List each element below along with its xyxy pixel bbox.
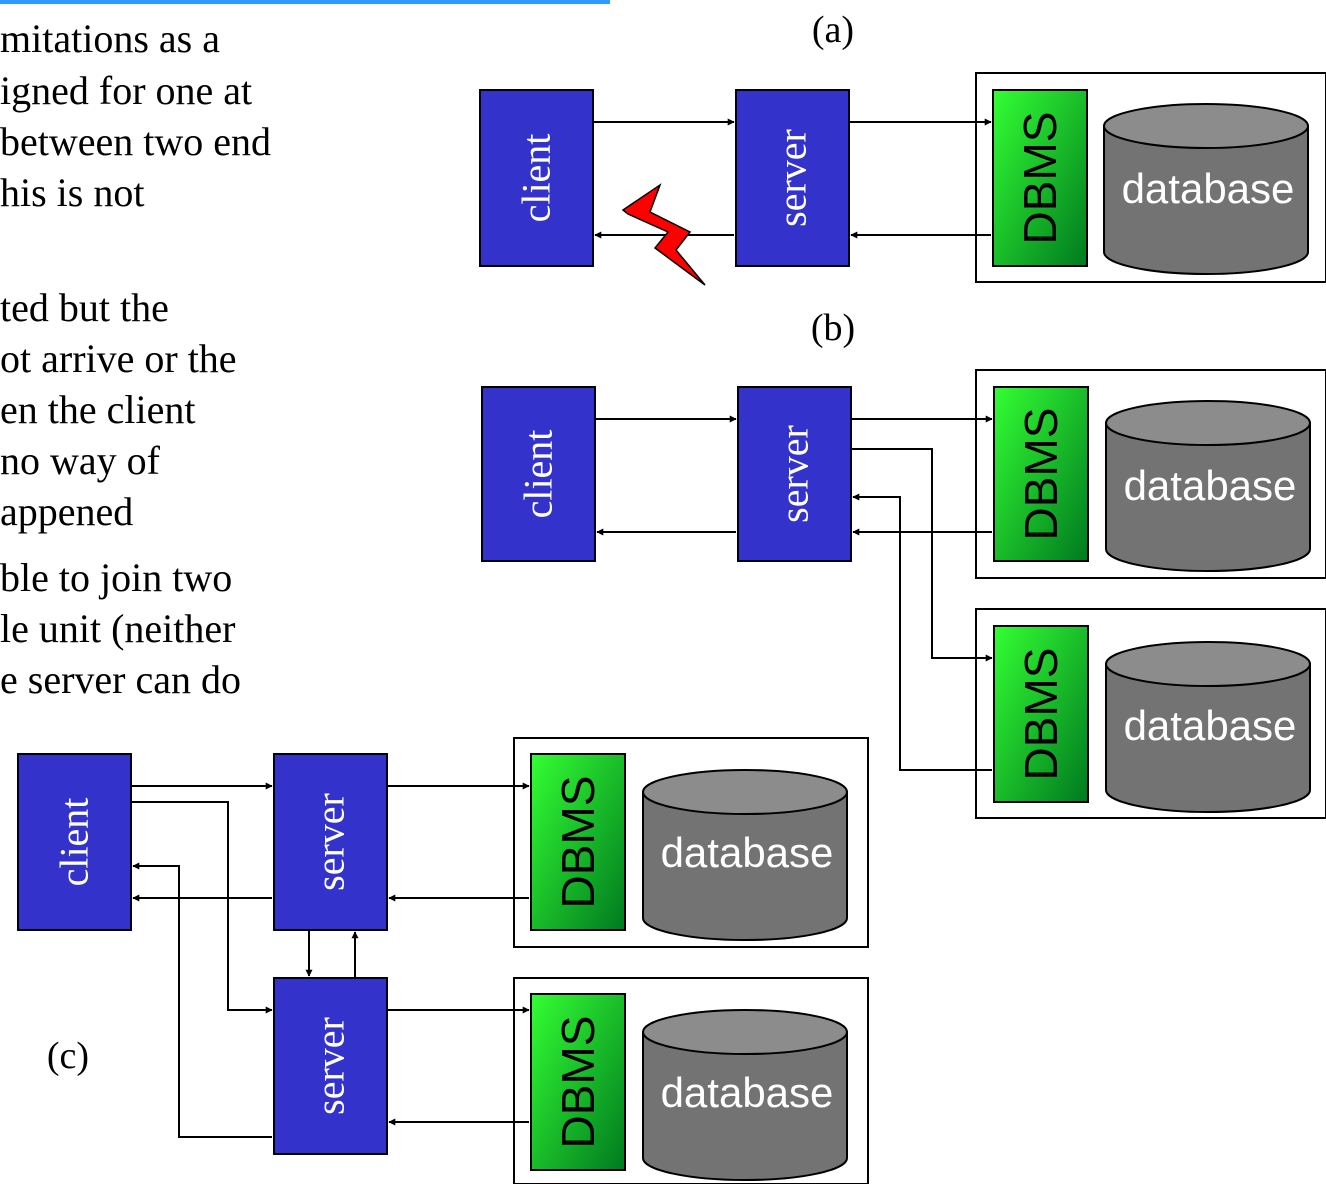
reply-arrow (852, 493, 992, 771)
text-line: appened (0, 489, 133, 534)
server-box (735, 89, 850, 267)
database-label: database (1122, 165, 1295, 212)
text-line: ted but the (0, 285, 169, 330)
dbms-label: DBMS (552, 776, 604, 909)
dbms-label: DBMS (1015, 408, 1067, 541)
panel-b: (b) client server DBMS database DBMS dat… (481, 307, 1326, 819)
text-line: no way of (0, 438, 161, 483)
dbms-box (993, 386, 1089, 562)
text-line: his is not (0, 170, 144, 215)
database-label: database (661, 829, 834, 876)
panel-c: (c) client server server DBMS database D… (17, 737, 869, 1184)
client-label: client (514, 134, 559, 223)
panel-b-label: (b) (811, 307, 855, 349)
dbms-box (530, 993, 626, 1171)
server-box (273, 977, 388, 1155)
server-label: server (308, 793, 353, 891)
database-label: database (661, 1069, 834, 1116)
server-label: server (770, 129, 815, 227)
text-line: le unit (neither (0, 606, 235, 651)
text-line: e server can do (0, 657, 241, 702)
panel-a-label: (a) (812, 9, 854, 51)
body-text: mitations as a igned for one at between … (0, 16, 271, 702)
server-box (273, 753, 388, 931)
panel-c-label: (c) (47, 1035, 89, 1077)
client-box (481, 386, 596, 562)
client-label: client (52, 798, 97, 887)
client-label: client (516, 430, 561, 519)
text-line: ble to join two (0, 555, 232, 600)
dbms-box (530, 753, 626, 931)
panel-a: (a) client server DBMS database (479, 9, 1326, 286)
dbms-label: DBMS (552, 1016, 604, 1149)
server-label: server (308, 1017, 353, 1115)
client-box (479, 89, 594, 267)
server-box (737, 386, 852, 562)
request-arrow (851, 448, 993, 662)
dbms-label: DBMS (1015, 648, 1067, 781)
text-line: en the client (0, 387, 195, 432)
lightning-bolt-icon (621, 183, 706, 286)
dbms-box (992, 89, 1088, 267)
text-line: ot arrive or the (0, 336, 237, 381)
client-box (17, 753, 132, 931)
reply-arrow (132, 862, 272, 1138)
dbms-box (993, 625, 1089, 803)
text-line: igned for one at (0, 68, 252, 113)
database-label: database (1124, 702, 1297, 749)
database-label: database (1124, 462, 1297, 509)
dbms-label: DBMS (1014, 112, 1066, 245)
text-line: between two end (0, 119, 271, 164)
server-label: server (772, 425, 817, 523)
text-line: mitations as a (0, 16, 220, 61)
request-arrow (131, 801, 273, 1014)
